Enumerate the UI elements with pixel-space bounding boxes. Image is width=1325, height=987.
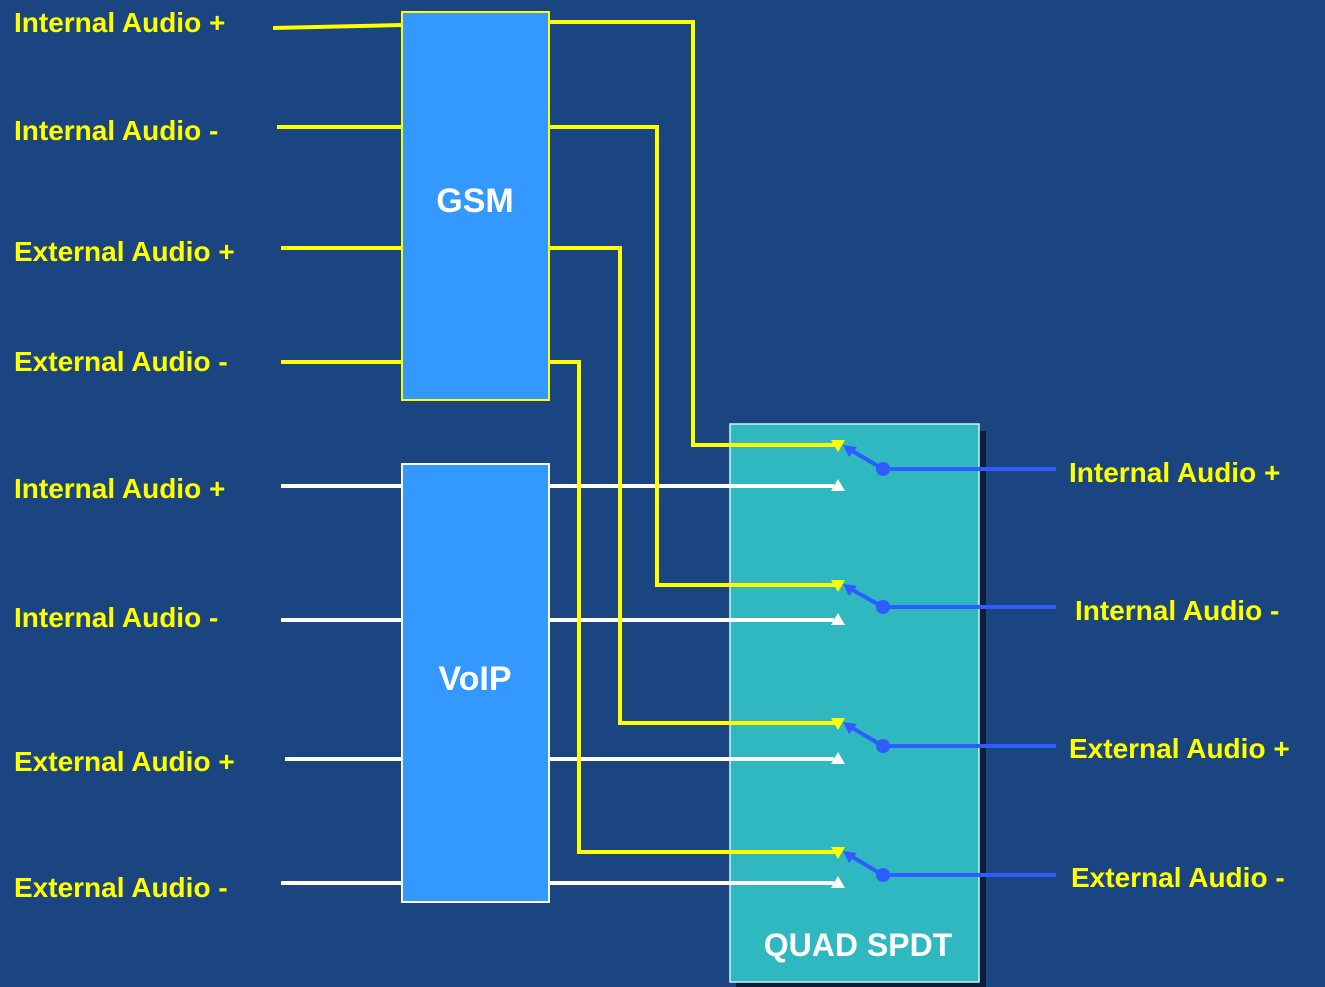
gsm-contact-3 <box>831 718 845 730</box>
switch-pivot-4 <box>876 868 890 882</box>
gsm-input-label-2: Internal Audio - <box>14 115 218 146</box>
gsm-output-wire-1 <box>549 20 836 447</box>
quad-spdt-title: QUAD SPDT <box>764 927 953 963</box>
output-label-2: Internal Audio - <box>1075 595 1279 626</box>
voip-input-label-1: Internal Audio + <box>14 473 225 504</box>
gsm-input-label-4: External Audio - <box>14 346 228 377</box>
gsm-title: GSM <box>436 182 513 220</box>
voip-contact-1 <box>831 479 845 491</box>
voip-contact-3 <box>831 752 845 764</box>
gsm-contact-4 <box>831 847 845 859</box>
gsm-output-wire-2 <box>549 125 836 587</box>
gsm-contact-1 <box>831 440 845 452</box>
voip-input-label-3: External Audio + <box>14 746 235 777</box>
output-label-1: Internal Audio + <box>1069 457 1280 488</box>
gsm-input-wire-1 <box>272 23 403 30</box>
switch-arrow-4 <box>843 851 857 863</box>
voip-block <box>401 463 550 903</box>
switch-arrow-1 <box>843 445 857 457</box>
gsm-contact-2 <box>831 580 845 592</box>
gsm-input-label-1: Internal Audio + <box>14 7 225 38</box>
voip-input-label-4: External Audio - <box>14 872 228 903</box>
output-label-3: External Audio + <box>1069 733 1290 764</box>
gsm-output-wire-4 <box>549 360 836 854</box>
switch-pivot-3 <box>876 739 890 753</box>
switch-pivot-2 <box>876 600 890 614</box>
gsm-input-label-3: External Audio + <box>14 236 235 267</box>
switch-arrow-2 <box>843 584 857 596</box>
switch-pivot-1 <box>876 462 890 476</box>
output-label-4: External Audio - <box>1071 862 1285 893</box>
gsm-output-wire-3 <box>549 246 836 725</box>
quad-spdt-box <box>729 423 980 983</box>
gsm-block <box>401 11 550 401</box>
voip-title: VoIP <box>438 660 511 698</box>
switch-arrow-3 <box>843 722 857 734</box>
voip-input-label-2: Internal Audio - <box>14 602 218 633</box>
voip-contact-4 <box>831 876 845 888</box>
voip-contact-2 <box>831 613 845 625</box>
